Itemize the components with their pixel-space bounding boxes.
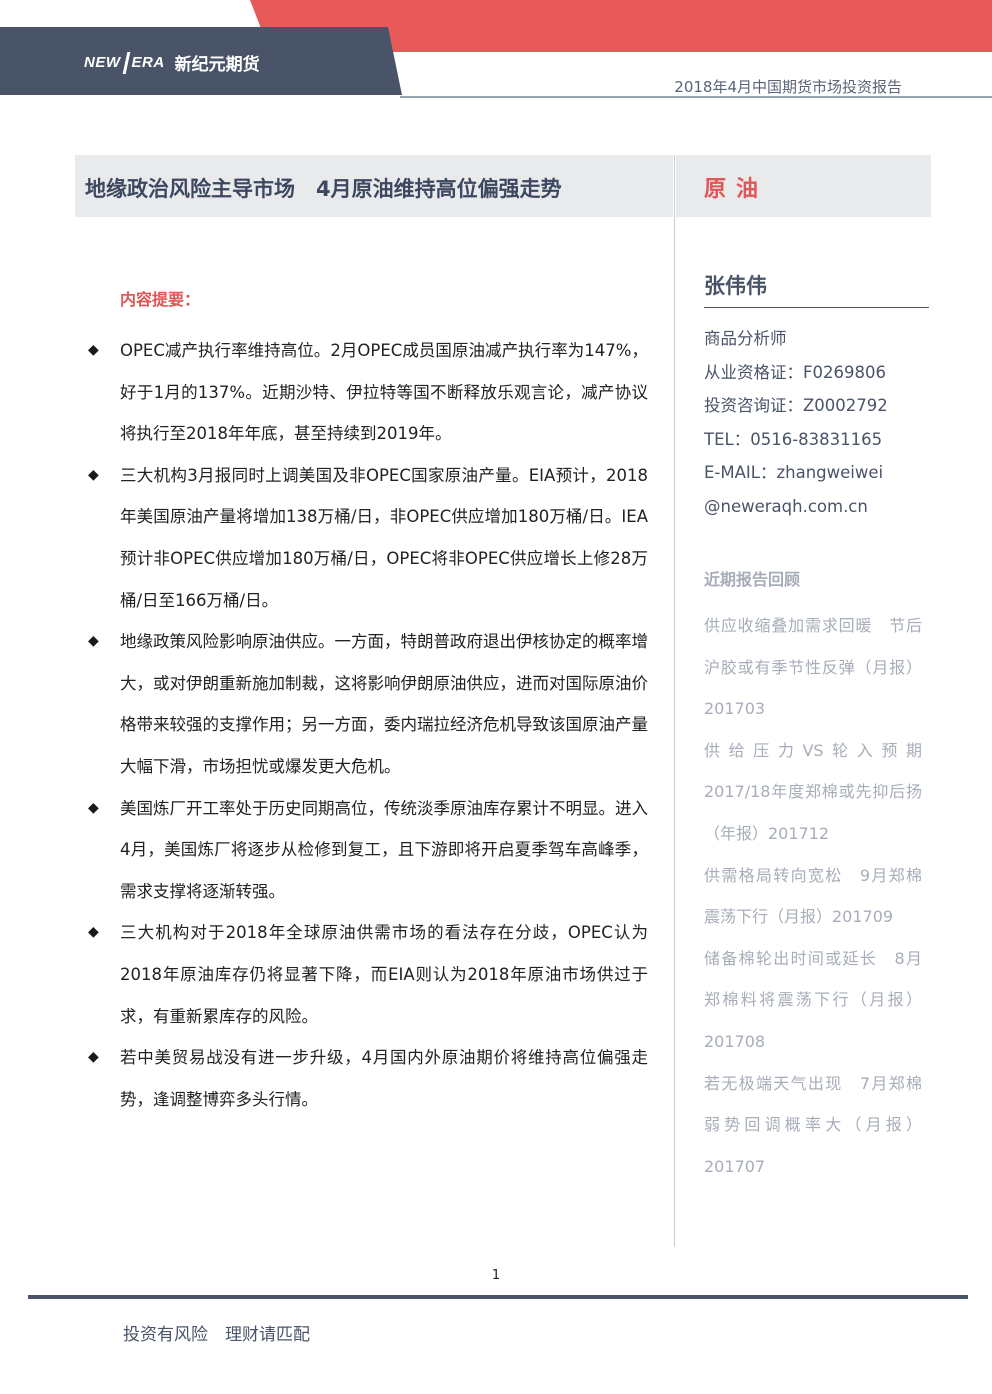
recent-reports-heading: 近期报告回顾	[704, 570, 801, 589]
logo-text: 新纪元期货	[174, 55, 260, 75]
logo-mark-right: ERA	[131, 54, 165, 71]
summary-item-text: 若中美贸易战没有进一步升级，4月国内外原油期价将维持高位偏强走势，逢调整博弈多头…	[120, 1048, 648, 1109]
logo-mark-left: NEW	[84, 54, 121, 71]
analyst-name: 张伟伟	[704, 274, 767, 298]
footer-divider	[28, 1295, 968, 1299]
report-title: 2018年4月中国期货市场投资报告	[674, 78, 902, 96]
summary-item: ◆ OPEC减产执行率维持高位。2月OPEC成员国原油减产执行率为147%，好于1…	[88, 330, 648, 455]
category-label: 原油	[704, 177, 769, 202]
category-bar: 原油	[676, 155, 931, 217]
company-logo: NEW ERA 新纪元期货	[84, 50, 260, 75]
summary-heading: 内容提要：	[120, 290, 201, 309]
diamond-bullet-icon: ◆	[88, 466, 99, 483]
diamond-bullet-icon: ◆	[88, 799, 99, 816]
diamond-bullet-icon: ◆	[88, 633, 99, 650]
column-divider	[674, 155, 675, 1247]
recent-report-item: 供应收缩叠加需求回暖 节后沪胶或有季节性反弹（月报）201703	[704, 616, 922, 719]
analyst-qualification: 从业资格证：F0269806	[704, 362, 886, 382]
analyst-role: 商品分析师	[704, 329, 787, 348]
summary-item: ◆ 美国炼厂开工率处于历史同期高位，传统淡季原油库存累计不明显。进入4月，美国炼厂…	[88, 788, 648, 913]
header-divider	[400, 96, 992, 98]
analyst-advisory-license: 投资咨询证：Z0002792	[704, 396, 888, 416]
diamond-bullet-icon: ◆	[88, 924, 99, 941]
header-red-band	[250, 0, 992, 52]
summary-item: ◆ 地缘政策风险影响原油供应。一方面，特朗普政府退出伊核协定的概率增大，或对伊朗重…	[88, 621, 648, 787]
recent-report-item: 供需格局转向宽松 9月郑棉震荡下行（月报）201709	[704, 865, 922, 927]
summary-item-text: 三大机构3月报同时上调美国及非OPEC国家原油产量。EIA预计，2018年美国原…	[120, 465, 648, 610]
summary-item: ◆ 三大机构3月报同时上调美国及非OPEC国家原油产量。EIA预计，2018年美国…	[88, 455, 648, 621]
summary-item-text: OPEC减产执行率维持高位。2月OPEC成员国原油减产执行率为147%，好于1月…	[120, 341, 648, 444]
summary-item: ◆ 三大机构对于2018年全球原油供需市场的看法存在分歧，OPEC认为2018年原…	[88, 912, 648, 1037]
headline-bar: 地缘政治风险主导市场 4月原油维持高位偏强走势	[75, 155, 673, 217]
analyst-tel: TEL：0516-83831165	[704, 429, 883, 449]
summary-item-text: 三大机构对于2018年全球原油供需市场的看法存在分歧，OPEC认为2018年原油…	[120, 923, 648, 1026]
recent-report-item: 供给压力VS轮入预期 2017/18年度郑棉或先抑后扬（年报）201712	[704, 740, 922, 843]
summary-item-text: 地缘政策风险影响原油供应。一方面，特朗普政府退出伊核协定的概率增大，或对伊朗重新…	[120, 632, 648, 776]
footer-disclaimer: 投资有风险 理财请匹配	[123, 1325, 310, 1345]
recent-report-item: 储备棉轮出时间或延长 8月郑棉料将震荡下行（月报）201708	[704, 948, 922, 1051]
analyst-divider	[704, 307, 929, 308]
diamond-bullet-icon: ◆	[88, 1049, 99, 1066]
diamond-bullet-icon: ◆	[88, 342, 99, 358]
analyst-email-domain: @neweraqh.com.cn	[704, 496, 868, 516]
analyst-info: 商品分析师 从业资格证：F0269806 投资咨询证：Z0002792 TEL：…	[704, 322, 934, 524]
summary-list: ◆ OPEC减产执行率维持高位。2月OPEC成员国原油减产执行率为147%，好于1…	[88, 330, 648, 1120]
header-band	[0, 0, 992, 95]
page-title: 地缘政治风险主导市场 4月原油维持高位偏强走势	[85, 177, 562, 201]
page-number: 1	[491, 1268, 501, 1283]
logo-mark: NEW ERA	[84, 51, 165, 74]
header-navy-band	[0, 27, 402, 95]
logo-bar-icon	[122, 51, 130, 74]
recent-report-item: 若无极端天气出现 7月郑棉弱势回调概率大（月报）201707	[704, 1073, 922, 1176]
recent-reports-list: 供应收缩叠加需求回暖 节后沪胶或有季节性反弹（月报）201703 供给压力VS轮…	[704, 605, 922, 1187]
summary-item: ◆ 若中美贸易战没有进一步升级，4月国内外原油期价将维持高位偏强走势，逢调整博弈多…	[88, 1037, 648, 1120]
analyst-email: E-MAIL：zhangweiwei	[704, 463, 884, 483]
summary-item-text: 美国炼厂开工率处于历史同期高位，传统淡季原油库存累计不明显。进入4月，美国炼厂将…	[120, 798, 648, 901]
